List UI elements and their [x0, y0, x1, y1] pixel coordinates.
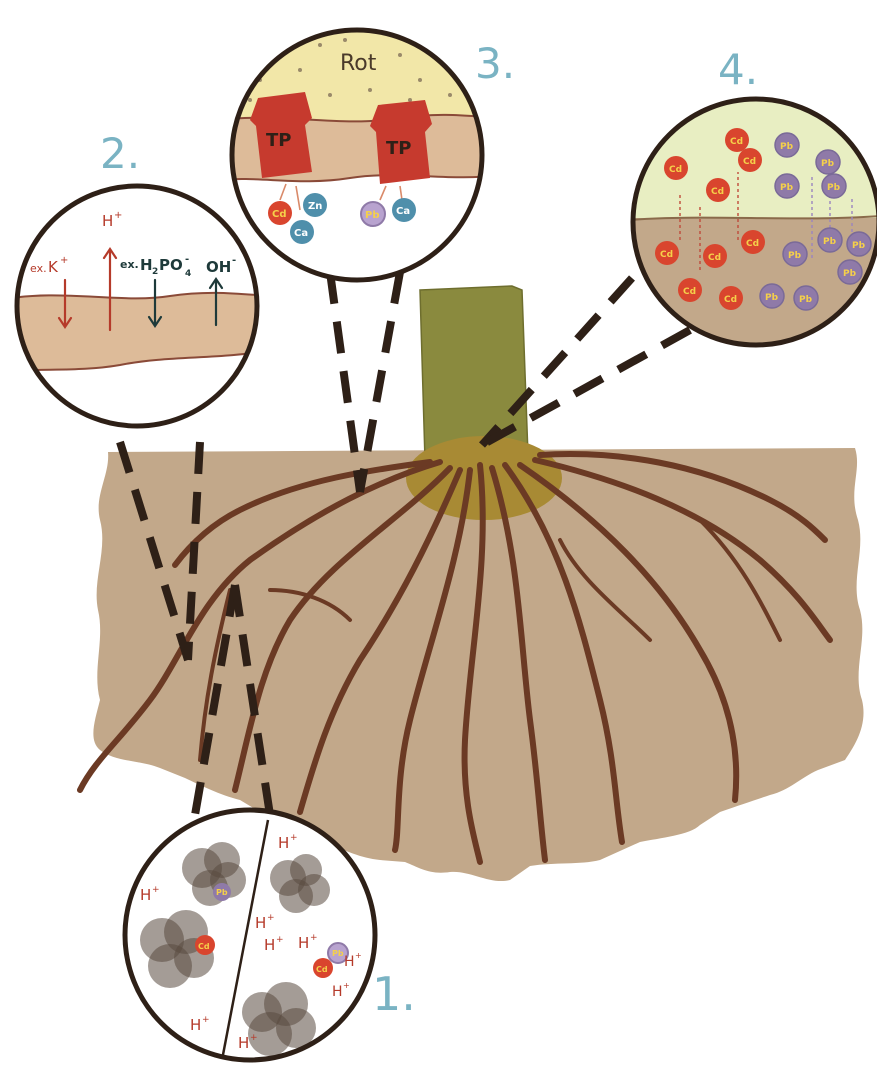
phosphate-label: H [140, 256, 153, 274]
ion-pb-1a-label: Pb [216, 888, 228, 897]
tp-label-right: TP [386, 138, 411, 159]
ion-cd-1b-label: Cd [316, 965, 328, 974]
ion-zn-3-label: Zn [308, 201, 322, 212]
phosphate-charge: - [185, 254, 189, 265]
h-ion-4-charge: + [276, 935, 284, 945]
ion-cd-1a-label: Cd [198, 942, 210, 951]
oh-ion-charge: - [232, 255, 236, 266]
panel-1: Pb Cd Pb Cd H + H + H + H + H + H + H + … [125, 810, 375, 1060]
h-ion-label: H [102, 212, 113, 230]
ion-pb-4-label: Pb [823, 237, 837, 247]
ion-cd-3-label: Cd [272, 209, 287, 220]
ion-ca-3a-label: Ca [294, 228, 308, 239]
ion-pb-4-label: Pb [788, 251, 802, 261]
ex-prefix: ex. [120, 258, 139, 271]
h-ion-5-charge: + [310, 933, 318, 943]
k-ion-label: K [48, 258, 59, 276]
ion-cd-4-label: Cd [669, 165, 682, 175]
ion-cd-4-label: Cd [730, 137, 743, 147]
ion-pb-4-label: Pb [780, 142, 794, 152]
panel-number-4: 4. [718, 45, 758, 94]
ion-pb-4-label: Pb [852, 241, 866, 251]
panel-number-1: 1. [372, 967, 416, 1021]
rot-label: Rot [340, 51, 377, 76]
ion-pb-4-label: Pb [799, 295, 813, 305]
ion-ca-3b-label: Ca [396, 206, 410, 217]
h-ion-5: H [298, 934, 309, 952]
h-ion-3-charge: + [267, 913, 275, 923]
ion-pb-4-label: Pb [780, 183, 794, 193]
panel-number-2: 2. [100, 129, 140, 178]
h-ion-8-charge: + [202, 1015, 210, 1025]
h-ion-1: H [140, 886, 151, 904]
ion-cd-4-label: Cd [724, 295, 737, 305]
h-ion-4: H [264, 936, 275, 954]
h-ion-7-charge: + [343, 981, 350, 990]
oh-ion-label: OH [206, 258, 231, 276]
ion-cd-4-label: Cd [746, 239, 759, 249]
panel-number-3: 3. [475, 39, 515, 88]
panel-2: ex. K + H + ex. H 2 PO 4 - OH - [0, 186, 270, 426]
ion-cd-4-label: Cd [743, 157, 756, 167]
phosphate-sub1: 2 [152, 267, 158, 277]
h-ion-7: H [332, 984, 343, 1000]
h-ion-1-charge: + [152, 885, 160, 895]
panel-4: Cd Cd Cd Cd Cd Cd Cd Cd Cd Pb Pb Pb Pb P… [630, 95, 877, 348]
ion-pb-4-label: Pb [827, 183, 841, 193]
ion-cd-4-label: Cd [708, 253, 721, 263]
ion-cd-4-label: Cd [711, 187, 724, 197]
h-ion-6: H [344, 954, 355, 970]
tp-label-left: TP [266, 130, 291, 151]
ion-cd-4-label: Cd [683, 287, 696, 297]
ion-cd-4-label: Cd [660, 250, 673, 260]
phosphate-sub2: 4 [185, 269, 191, 279]
h-ion-2-charge: + [290, 833, 298, 843]
h-ion-charge: + [114, 210, 122, 221]
plant-stem [420, 286, 528, 460]
h-ion-2: H [278, 834, 289, 852]
ion-pb-4-label: Pb [821, 159, 835, 169]
h-ion-8: H [190, 1016, 201, 1034]
ion-pb-4-label: Pb [765, 293, 779, 303]
exk-prefix: ex. [30, 262, 47, 275]
h-ion-3: H [255, 914, 266, 932]
ion-pb-1b-label: Pb [332, 949, 344, 958]
phosphate-po: PO [159, 256, 183, 274]
ion-pb-3-label: Pb [365, 210, 380, 221]
ion-pb-4-label: Pb [843, 269, 857, 279]
h-ion-9-charge: + [250, 1033, 258, 1043]
h-ion-6-charge: + [355, 951, 362, 960]
k-ion-charge: + [60, 255, 68, 266]
panel-3: Rot TP TP Cd Zn Ca Pb Ca [220, 20, 500, 280]
h-ion-9: H [238, 1034, 249, 1052]
